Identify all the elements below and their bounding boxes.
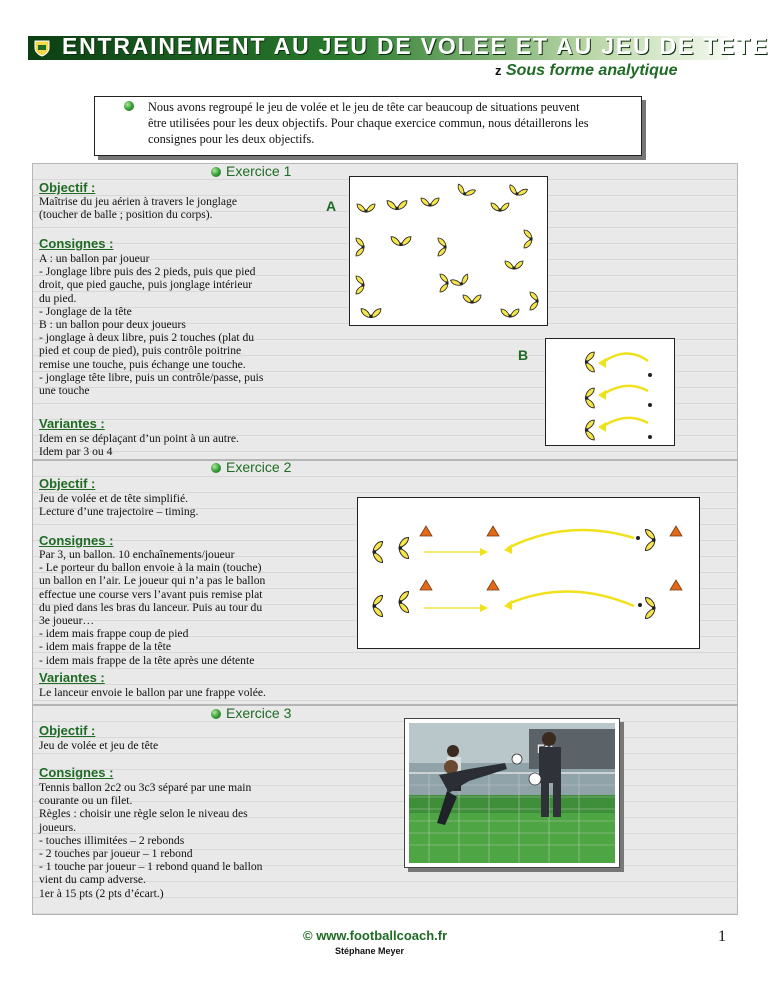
text-line: - idem mais frappe coup de pied [39, 627, 189, 641]
text-line: Jeu de volée et jeu de tête [39, 739, 159, 752]
text-line: 1er à 15 pts (2 pts d’écart.) [39, 886, 164, 900]
footer-author: Stéphane Meyer [335, 946, 405, 956]
exercise-3-bullet-icon [211, 709, 221, 719]
exercise-2-label: Exercice 2 [226, 459, 292, 475]
text-line: Idem par 3 ou 4 [39, 445, 113, 459]
text-line: Jeu de volée et de tête simplifié. [39, 492, 189, 505]
exercise-3-objectif-text: Jeu de volée et jeu de tête [39, 739, 158, 752]
text-line: remise une touche, puis échange une touc… [39, 357, 246, 371]
exercise-3-label: Exercice 3 [226, 705, 292, 721]
intro-text: Nous avons regroupé le jeu de volée et l… [148, 99, 640, 147]
exercise-1-consignes-heading: Consignes : [39, 236, 114, 251]
text-line: - idem mais frappe de la tête [39, 640, 171, 654]
text-line: - touches illimitées – 2 rebonds [39, 833, 185, 847]
text-line: - Jonglage libre puis des 2 pieds, puis … [39, 265, 256, 279]
subtitle-marker: z [495, 63, 502, 78]
exercise-3-consignes-text: Tennis ballon 2c2 ou 3c3 séparé par une … [39, 781, 262, 900]
text-line: du pied dans les bras du lanceur. Puis a… [39, 600, 263, 614]
text-line: vient du camp adverse. [39, 873, 146, 887]
text-line: un ballon en l’air. Le joueur qui n’a pa… [39, 574, 266, 588]
intro-line: être utilisées pour les deux objectifs. … [148, 116, 589, 130]
text-line: pied et coup de pied), puis contrôle poi… [39, 344, 242, 358]
exercise-3-consignes-heading: Consignes : [39, 765, 114, 780]
text-line: Lecture d’une trajectoire – timing. [39, 505, 199, 519]
text-line: 3e joueur… [39, 614, 95, 628]
text-line: Par 3, un ballon. 10 enchaînements/joueu… [39, 548, 235, 561]
subtitle-text: Sous forme analytique [505, 62, 678, 79]
exercise-1-objectif-text: Maîtrise du jeu aérien à travers le jong… [39, 195, 237, 221]
footer-site-link[interactable]: © www.footballcoach.fr [303, 928, 448, 943]
intro-box [94, 96, 642, 156]
club-crest-icon [34, 40, 50, 57]
exercise-2-objectif-text: Jeu de volée et de tête simplifié. Lectu… [39, 492, 198, 518]
exercise-1-consignes-text: A : un ballon par joueur - Jonglage libr… [39, 252, 263, 397]
intro-line: consignes pour les deux objectifs. [148, 132, 315, 146]
text-line: Le lanceur envoie le ballon par une frap… [39, 686, 266, 699]
exercise-2-consignes-text: Par 3, un ballon. 10 enchaînements/joueu… [39, 548, 265, 667]
page-subtitle: z Sous forme analytique [495, 62, 678, 80]
training-photo-image: FC [409, 723, 615, 863]
exercise-2-variantes-heading: Variantes : [39, 670, 105, 685]
diagram-exercise-2 [357, 497, 700, 649]
title-bar [28, 36, 728, 60]
exercise-2-bullet-icon [211, 463, 221, 473]
text-line: - jonglage à deux libre, puis 2 touches … [39, 331, 255, 345]
diagram-b-label: B [518, 347, 529, 363]
text-line: A : un ballon par joueur [39, 252, 150, 265]
text-line: - Le porteur du ballon envoie à la main … [39, 561, 262, 575]
exercise-3-section [32, 705, 738, 915]
diagram-b [545, 338, 675, 446]
text-line: du pied. [39, 291, 77, 305]
text-line: Maîtrise du jeu aérien à travers le jong… [39, 195, 237, 208]
exercise-1-variantes-heading: Variantes : [39, 416, 105, 431]
text-line: joueurs. [39, 820, 77, 834]
intro-bullet-icon [124, 101, 134, 111]
text-line: Idem en se déplaçant d’un point à un aut… [39, 432, 239, 445]
text-line: Tennis ballon 2c2 ou 3c3 séparé par une … [39, 781, 252, 794]
text-line: une touche [39, 384, 90, 398]
text-line: - 1 touche par joueur – 1 rebond quand l… [39, 860, 263, 874]
page-title: ENTRAINEMENT AU JEU DE VOLEE ET AU JEU D… [62, 33, 768, 59]
text-line: B : un ballon pour deux joueurs [39, 318, 186, 332]
diagram-a-label: A [326, 198, 337, 214]
training-photo: FC [404, 718, 620, 868]
text-line: - idem mais frappe de la tête après une … [39, 653, 255, 667]
text-line: droit, que pied gauche, puis jonglage in… [39, 278, 253, 292]
exercise-2-variantes-text: Le lanceur envoie le ballon par une frap… [39, 686, 266, 699]
text-line: effectue une course vers l’avant puis re… [39, 587, 263, 601]
exercise-2-consignes-heading: Consignes : [39, 533, 114, 548]
exercise-1-label: Exercice 1 [226, 163, 292, 179]
page-number: 1 [718, 928, 726, 945]
intro-line: Nous avons regroupé le jeu de volée et l… [148, 100, 580, 114]
text-line: - jonglage tête libre, puis un contrôle/… [39, 370, 264, 384]
text-line: - 2 touches par joueur – 1 rebond [39, 847, 193, 861]
exercise-1-objectif-heading: Objectif : [39, 180, 96, 195]
exercise-2-objectif-heading: Objectif : [39, 476, 96, 491]
exercise-1-variantes-text: Idem en se déplaçant d’un point à un aut… [39, 432, 239, 458]
text-line: courante ou un filet. [39, 794, 133, 808]
diagram-a [349, 176, 548, 326]
exercise-3-objectif-heading: Objectif : [39, 723, 96, 738]
text-line: (toucher de balle ; position du corps). [39, 208, 213, 222]
text-line: - Jonglage de la tête [39, 304, 132, 318]
exercise-1-bullet-icon [211, 167, 221, 177]
text-line: Règles : choisir une règle selon le nive… [39, 807, 248, 821]
